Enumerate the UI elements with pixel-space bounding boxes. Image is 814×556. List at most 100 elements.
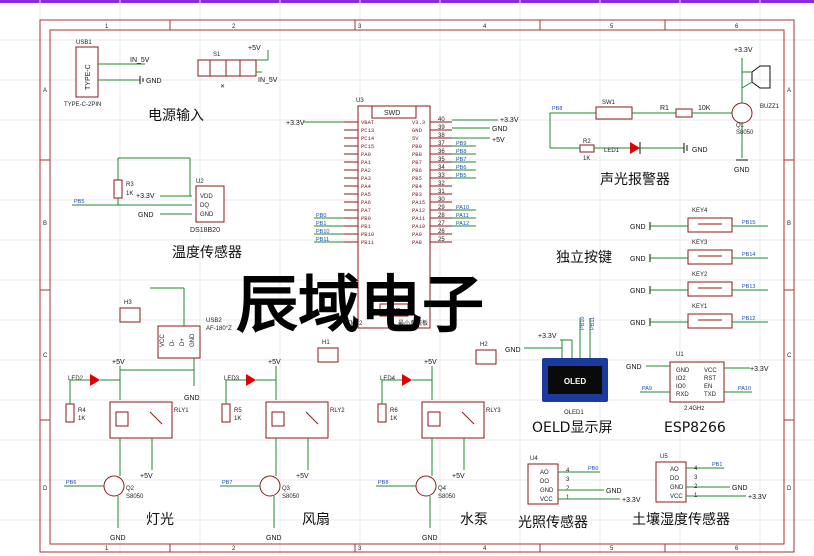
mcu-right-net-label: PA10 (456, 205, 469, 211)
mcu-right-net-label: PB7 (456, 157, 466, 163)
ds18b20-block[interactable]: R3 1K PB5 +3.3V GND U2 VDD DQ GND DS18B2… (72, 157, 242, 261)
mcu-right-pin-label: PA9 (412, 231, 422, 238)
alarm-net: PB8 (552, 106, 562, 112)
relay-q-part: S8050 (438, 494, 456, 500)
key-ref: KEY1 (692, 304, 708, 310)
section-title-pump: 水泵 (460, 512, 488, 528)
mcu-right-pin-number: 33 (438, 173, 445, 179)
led1-ref: LED1 (604, 148, 620, 154)
mcu-right-pin-label: PA12 (412, 207, 425, 214)
relay-r-val: 1K (390, 416, 397, 422)
mcu-left-pin-label: PA0 (361, 151, 371, 158)
v5-label-switch: +5V (248, 45, 261, 52)
mcu-left-net-label: PB1 (316, 221, 326, 227)
esp-net-pa10: PA10 (738, 386, 751, 392)
alarm-block[interactable]: PB8 SW1 R1 10K Q1 S8050 GND +3.3V BUZZ1 … (549, 47, 780, 188)
mcu-right-pin-label: PB7 (412, 159, 422, 166)
mcu-right-pin-number: 27 (438, 221, 445, 227)
section-title-soil-sensor: 土壤湿度传感器 (632, 511, 730, 528)
mcu-right-pin-number: 38 (438, 133, 445, 139)
soil-sensor-block[interactable]: U5 AO DO GND VCC 4 3 2 1 PB1 GND +3.3V 土… (632, 454, 767, 528)
usb1-footprint: TYPE-C-2PIN (64, 102, 101, 108)
ss-pin-vcc: VCC (670, 494, 683, 500)
key-body (687, 217, 733, 233)
oled-block[interactable]: GND +3.3V PB10 PB11 OLED OLED1 OELD显示屏 (505, 317, 612, 436)
ls-pin-do: DO (540, 479, 549, 485)
relay-coil (427, 411, 441, 427)
ss-num-4: 4 (694, 466, 698, 472)
esp-right-3: TXD (704, 392, 717, 398)
relay-r-ref: R5 (234, 408, 242, 414)
relay-q-ref: Q2 (126, 486, 135, 492)
esp-left-0: GND (676, 368, 690, 374)
u2-ref: U2 (196, 179, 204, 185)
relay-contact (305, 411, 319, 425)
section-title-temp: 温度传感器 (172, 244, 242, 261)
key-gnd-label: GND (630, 256, 646, 263)
light-sensor-block[interactable]: U4 AO DO GND VCC 4 3 2 1 PB0 GND +3.3V 光… (518, 456, 641, 531)
mcu-right-net-label: PA12 (456, 221, 469, 227)
ss-pin-do: DO (670, 476, 679, 482)
mcu-left-net-label: PB0 (316, 213, 326, 219)
mcu-right-pin-number: 31 (438, 189, 445, 195)
q1-ref: Q1 (736, 123, 745, 129)
mcu-right-pin-label: PA8 (412, 239, 422, 246)
header-ref: H2 (480, 342, 488, 348)
mcu-right-pin-label: GND (412, 127, 423, 134)
esp8266-block[interactable]: U1 GND IO2 IO0 RXD VCC RST EN TXD 2.4GHz… (626, 352, 769, 436)
watermark-text: 辰域电子 (236, 268, 484, 341)
relay-ref: RLY3 (486, 408, 501, 414)
mcu-note: 最小系统板 (398, 319, 428, 327)
stm32-block[interactable]: U3 SWD USB STM32 最小系统板 VBATPC13PC14PC15P… (286, 98, 519, 329)
mcu-left-pin-label: PB1 (361, 223, 372, 230)
relay-v5: +5V (268, 359, 281, 366)
oled-logo: OLED (564, 377, 586, 386)
usb2-block[interactable]: USB2 AF-180°Z VCC D- D+ GND GND (120, 287, 232, 402)
esp-left-2: IO0 (676, 384, 686, 390)
key-gnd-label: GND (630, 224, 646, 231)
power-input-block[interactable]: USB1 TYPE-C TYPE-C-2PIN IN_5V GND S1 +5V… (64, 40, 278, 124)
col-label-5: 5 (610, 24, 614, 30)
relays-block[interactable]: H3+5VLED2R41KRLY1Q2S8050PB6GND+5VH1+5VLE… (64, 300, 501, 542)
ls-v33: +3.3V (622, 497, 641, 504)
ds-gnd: GND (138, 212, 154, 219)
no-connect-mark: ✕ (220, 84, 225, 90)
mcu-right-net-label: PB8 (456, 149, 466, 155)
section-title-oled: OELD显示屏 (532, 420, 612, 436)
oled-gnd: GND (505, 347, 521, 354)
esp-ref: U1 (676, 352, 684, 358)
ls-pin-gnd: GND (540, 488, 554, 494)
mcu-left-net-label: PB10 (316, 229, 329, 235)
mcu-right-net-label: PB9 (456, 141, 466, 147)
s1-ref: S1 (213, 52, 221, 58)
key-net: PB12 (742, 316, 755, 322)
row-label-c: C (43, 353, 48, 359)
relay-contact (149, 411, 163, 425)
mcu-v33-left: +3.3V (286, 120, 305, 127)
mcu-right-pin-label: PA10 (412, 223, 425, 230)
relay-ref: RLY1 (174, 408, 189, 414)
ss-net: PB1 (712, 462, 722, 468)
ls-num-1: 1 (566, 495, 570, 501)
relay-resistor (377, 403, 387, 423)
relay-gnd: GND (422, 535, 438, 542)
oled-ref: OLED1 (564, 410, 584, 416)
led1-gnd: GND (692, 147, 708, 154)
mcu-left-pin-label: PC13 (361, 127, 374, 134)
section-title-light: 灯光 (146, 512, 174, 528)
header-connector (119, 307, 141, 323)
key-body (687, 281, 733, 297)
col-label-5-bottom: 5 (610, 546, 614, 552)
r3-val: 1K (126, 191, 133, 197)
mcu-right-pin-number: 39 (438, 125, 445, 131)
mcu-right-pin-number: 29 (438, 205, 445, 211)
key-ref: KEY3 (692, 240, 708, 246)
keys-block[interactable]: GNDKEY4PB15GNDKEY3PB14GNDKEY2PB13GNDKEY1… (630, 208, 768, 329)
